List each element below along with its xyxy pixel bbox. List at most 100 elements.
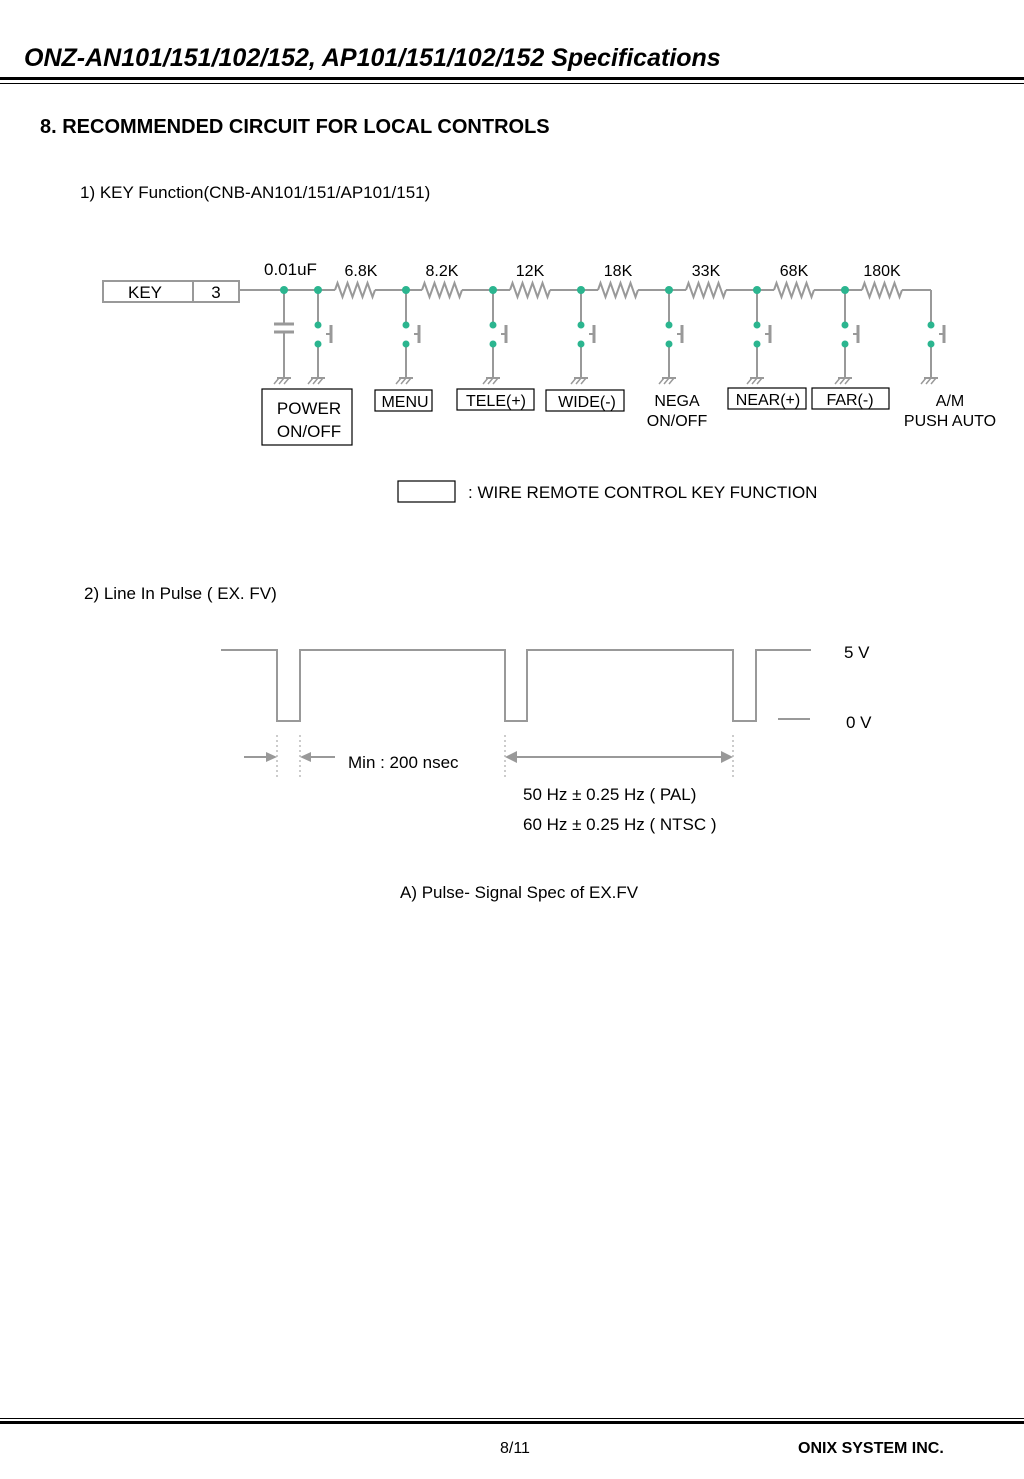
resistor-6 (773, 280, 815, 300)
key-label: TELE(+) (466, 393, 526, 410)
key-label: ON/OFF (277, 422, 341, 441)
key-label: MENU (381, 394, 428, 411)
ground-hatch (400, 377, 407, 385)
key-label: FAR(-) (826, 392, 873, 409)
resistor-value-label: 8.2K (426, 263, 459, 280)
key-label-box (811, 387, 890, 410)
switch-contact (927, 340, 935, 348)
junction-dot (665, 286, 673, 294)
ground-hatch (668, 377, 675, 385)
key-label-box (727, 387, 807, 410)
resistor-3 (509, 280, 551, 300)
junction-dot (841, 286, 849, 294)
key-label: NEAR(+) (736, 392, 800, 409)
ground-hatch (839, 377, 846, 385)
switch-contact (402, 340, 410, 348)
ground-hatch (925, 377, 932, 385)
high-voltage-label: 5 V (844, 643, 870, 662)
key-connector-label: KEY (128, 283, 162, 302)
resistor-value-label: 68K (780, 263, 809, 280)
low-voltage-label: 0 V (846, 713, 872, 732)
ground-hatch (395, 377, 402, 385)
footer-rule-thin (0, 1418, 1024, 1419)
footer-rule-thick (0, 1421, 1024, 1424)
switch-contact (665, 321, 673, 329)
key-label-box (261, 388, 353, 446)
ground-hatch (405, 377, 412, 385)
arrow-head (721, 751, 733, 763)
key-label: NEGA (654, 393, 700, 410)
page-number: 8/11 (500, 1440, 530, 1457)
key-label: ON/OFF (647, 413, 708, 430)
ground-hatch (834, 377, 841, 385)
switch-contact (314, 340, 322, 348)
ground-hatch (580, 377, 587, 385)
resistor-2 (421, 280, 463, 300)
resistor-value-label: 33K (692, 263, 721, 280)
document-title: ONZ-AN101/151/102/152, AP101/151/102/152… (24, 44, 721, 72)
pulse-caption: A) Pulse- Signal Spec of EX.FV (400, 883, 639, 902)
key-label: A/M (936, 393, 964, 410)
resistor-value-label: 18K (604, 263, 633, 280)
switch-contact (402, 321, 410, 329)
key-label: PUSH AUTO (904, 413, 996, 430)
ground-hatch (663, 377, 670, 385)
resistor-value-label: 12K (516, 263, 545, 280)
resistor-4 (597, 280, 639, 300)
switch-contact (665, 340, 673, 348)
ground-hatch (751, 377, 758, 385)
key-connector-box (102, 280, 240, 303)
switch-contact (841, 340, 849, 348)
junction-dot (753, 286, 761, 294)
switch-contact (753, 321, 761, 329)
key-label: WIDE(-) (558, 394, 616, 411)
switch-contact (577, 321, 585, 329)
key-label-box (456, 388, 535, 411)
junction-dot (489, 286, 497, 294)
switch-contact (753, 340, 761, 348)
arrow-head (505, 751, 517, 763)
pulse-timing-diagram: 5 V 0 V Min : 200 nsec 50 Hz ± 0.25 Hz (… (221, 643, 872, 902)
arrow-head (300, 752, 311, 762)
line-in-pulse-heading: 2) Line In Pulse ( EX. FV) (84, 584, 277, 603)
junction-dot (280, 286, 288, 294)
ground-hatch (273, 377, 280, 385)
legend-text: : WIRE REMOTE CONTROL KEY FUNCTION (468, 483, 817, 502)
ground-hatch (844, 377, 851, 385)
key-connector-pin: 3 (211, 283, 220, 302)
key-label-box (545, 389, 625, 412)
switch-contact (489, 340, 497, 348)
header-rule-thin (0, 83, 1024, 84)
ground-hatch (756, 377, 763, 385)
ground-hatch (283, 377, 290, 385)
key-function-heading: 1) KEY Function(CNB-AN101/151/AP101/151) (80, 183, 431, 202)
switch-contact (314, 321, 322, 329)
resistor-7 (861, 280, 903, 300)
ground-hatch (482, 377, 489, 385)
pulse-waveform-line (221, 649, 811, 722)
ground-hatch (278, 377, 285, 385)
arrow-head (266, 752, 277, 762)
ground-hatch (307, 377, 314, 385)
junction-dot (577, 286, 585, 294)
key-label: POWER (277, 399, 341, 418)
ground-hatch (492, 377, 499, 385)
ground-hatch (658, 377, 665, 385)
header-rule-thick (0, 77, 1024, 80)
company-name: ONIX SYSTEM INC. (798, 1440, 944, 1457)
min-pulse-width-label: Min : 200 nsec (348, 753, 459, 772)
ground-hatch (930, 377, 937, 385)
switch-contact (577, 340, 585, 348)
ground-hatch (920, 377, 927, 385)
ground-hatch (570, 377, 577, 385)
ground-hatch (746, 377, 753, 385)
junction-dot (402, 286, 410, 294)
resistor-1 (334, 280, 376, 300)
switch-contact (489, 321, 497, 329)
legend-box (397, 480, 456, 503)
section-title: 8. RECOMMENDED CIRCUIT FOR LOCAL CONTROL… (40, 116, 550, 138)
ground-hatch (487, 377, 494, 385)
pal-frequency-label: 50 Hz ± 0.25 Hz ( PAL) (523, 785, 696, 804)
